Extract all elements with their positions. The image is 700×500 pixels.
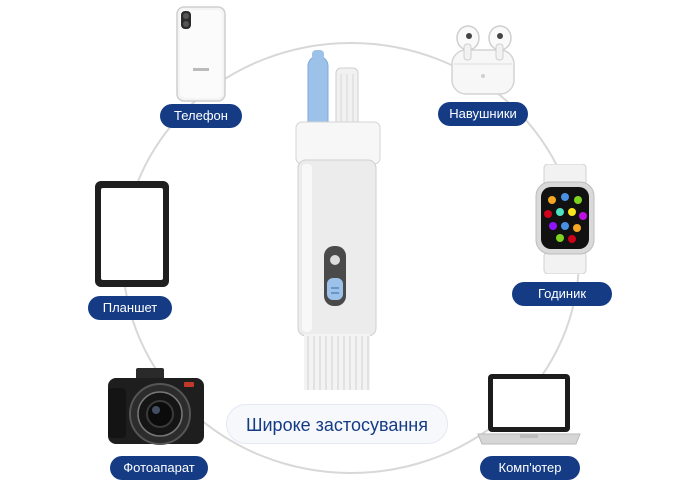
cleaning-pen-kit-icon [290,48,386,394]
laptop-icon [476,372,582,452]
label-camera: Фотоапарат [110,456,208,480]
earbuds-icon [442,22,524,96]
label-tablet: Планшет [88,296,172,320]
tablet-icon [94,180,170,288]
label-laptop: Комп'ютер [480,456,580,480]
camera-icon [106,366,206,456]
label-phone: Телефон [160,104,242,128]
smartphone-icon [176,6,226,102]
smartwatch-icon [530,164,600,274]
label-watch: Годиник [512,282,612,306]
label-earbuds: Навушники [438,102,528,126]
headline-badge: Широке застосування [226,404,448,444]
